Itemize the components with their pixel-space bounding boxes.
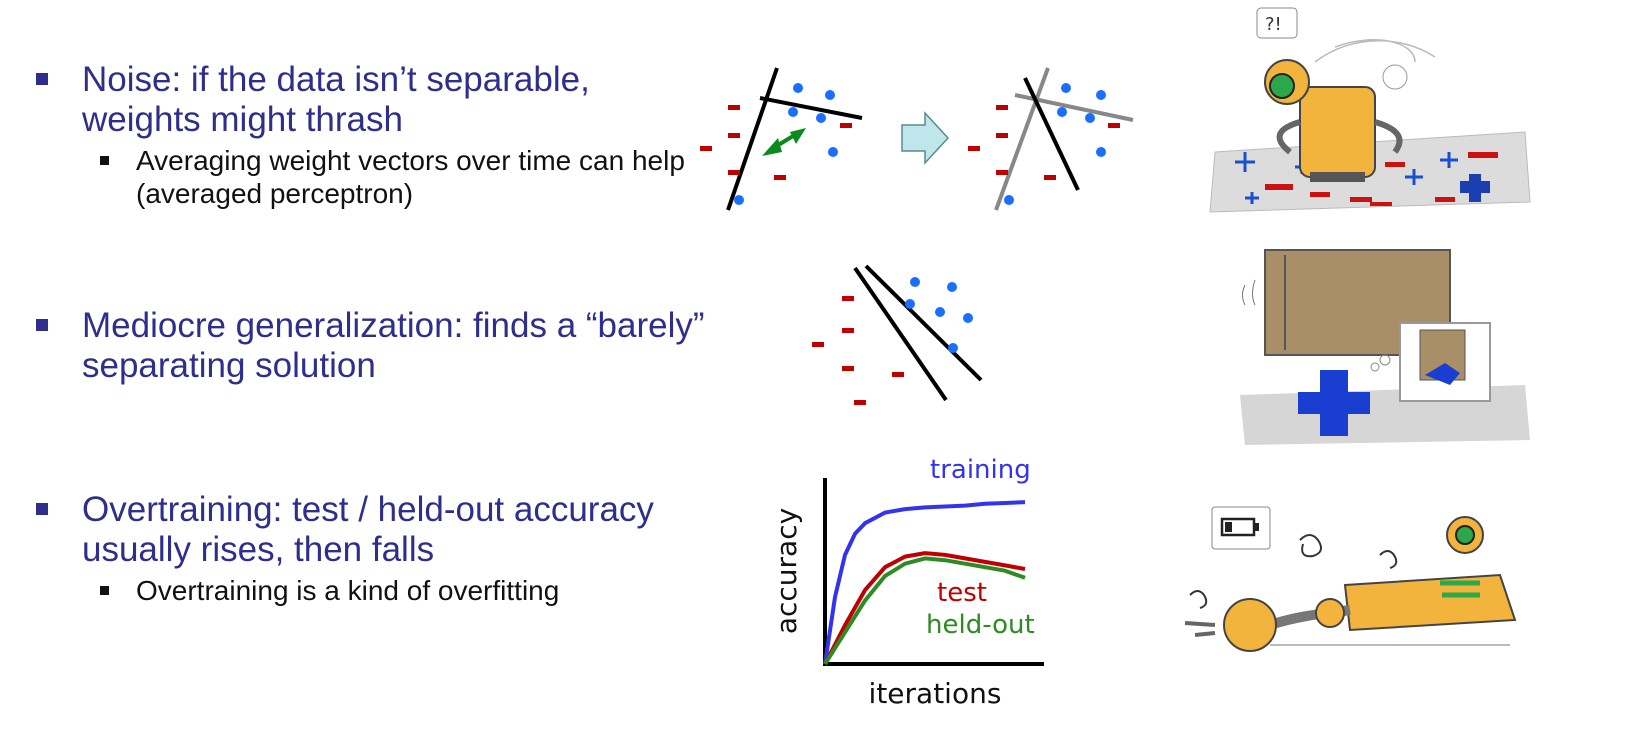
minus-points <box>700 105 852 180</box>
big-plus-mark <box>1460 174 1490 202</box>
series-line-test <box>823 551 1026 665</box>
bullet-marker <box>36 503 48 515</box>
plus-points <box>734 83 838 205</box>
squashed-plus <box>1298 370 1370 436</box>
separator-line <box>853 266 948 402</box>
speech-text: ?! <box>1265 14 1282 35</box>
thrash-diagram <box>690 60 1160 225</box>
bullet-noise: Noise: if the data isn’t separable, weig… <box>36 60 716 210</box>
battery-icon-bubble <box>1211 506 1271 550</box>
sub-bullet-marker <box>100 586 109 595</box>
robot-eye <box>1455 525 1475 545</box>
bullet-marker <box>36 73 48 85</box>
robot-body <box>1343 573 1517 632</box>
minus-points <box>812 296 904 405</box>
sub-bullet-averaging-text: Averaging weight vectors over time can h… <box>136 145 685 209</box>
x-axis-label: iterations <box>869 677 1002 710</box>
robot-collapsed-illustration <box>1170 495 1535 685</box>
bullet-overtraining-text: Overtraining: test / held-out accuracy u… <box>82 490 654 569</box>
bullet-marker <box>36 319 48 331</box>
series-label-held-out: held-out <box>926 610 1035 640</box>
double-arrow <box>762 128 806 156</box>
y-axis-label: accuracy <box>770 508 803 634</box>
plus-points <box>1004 83 1106 205</box>
robot-body <box>1299 86 1376 178</box>
bullet-generalization: Mediocre generalization: finds a “barely… <box>36 306 716 386</box>
accuracy-chart: accuracy iterations training test held-o… <box>760 448 1070 710</box>
series-label-training: training <box>930 455 1031 485</box>
bullet-generalization-text: Mediocre generalization: finds a “barely… <box>82 306 705 385</box>
separator-line <box>726 67 779 211</box>
robot-door-illustration <box>1235 245 1535 450</box>
robot-eye <box>1269 73 1295 99</box>
transition-arrow <box>901 111 950 165</box>
speech-bubble: ?! <box>1256 7 1298 39</box>
bullet-noise-text: Noise: if the data isn’t separable, weig… <box>82 60 590 139</box>
series-line-held-out <box>823 556 1026 666</box>
sub-bullet-overfitting-text: Overtraining is a kind of overfitting <box>136 575 560 606</box>
separator-line <box>864 264 983 382</box>
plus-points <box>905 277 973 353</box>
separator-line <box>759 96 863 120</box>
minus-marks <box>1265 152 1498 206</box>
sub-bullet-marker <box>100 156 109 165</box>
new-separator-line <box>1023 77 1080 191</box>
series-label-test: test <box>937 578 987 608</box>
series-line-training <box>823 500 1026 665</box>
old-separator-line <box>994 67 1050 211</box>
barely-separating-diagram <box>800 262 1000 412</box>
minus-points <box>968 105 1120 180</box>
robot-thrash-illustration: ?! <box>1205 2 1535 217</box>
bullet-overtraining: Overtraining: test / held-out accuracy u… <box>36 490 716 607</box>
